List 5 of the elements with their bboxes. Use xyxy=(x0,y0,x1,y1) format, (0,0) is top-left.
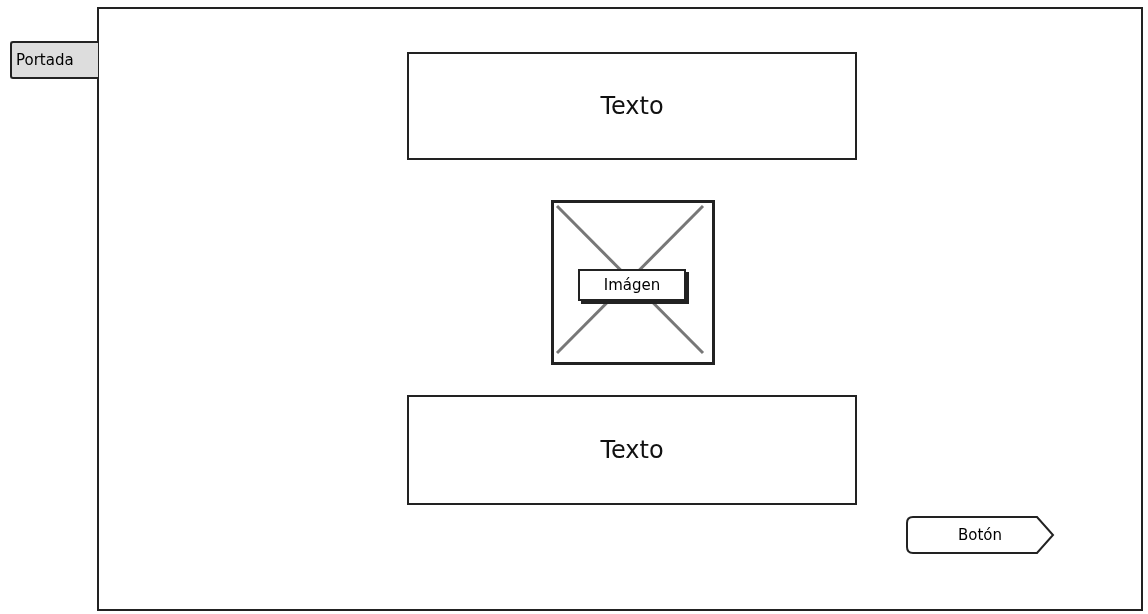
page-tab: Portada xyxy=(10,41,98,79)
text-block: Texto xyxy=(407,395,857,505)
next-button: Botón xyxy=(905,515,1055,555)
image-label: Imágen xyxy=(578,269,686,301)
text-block: Texto xyxy=(407,52,857,160)
